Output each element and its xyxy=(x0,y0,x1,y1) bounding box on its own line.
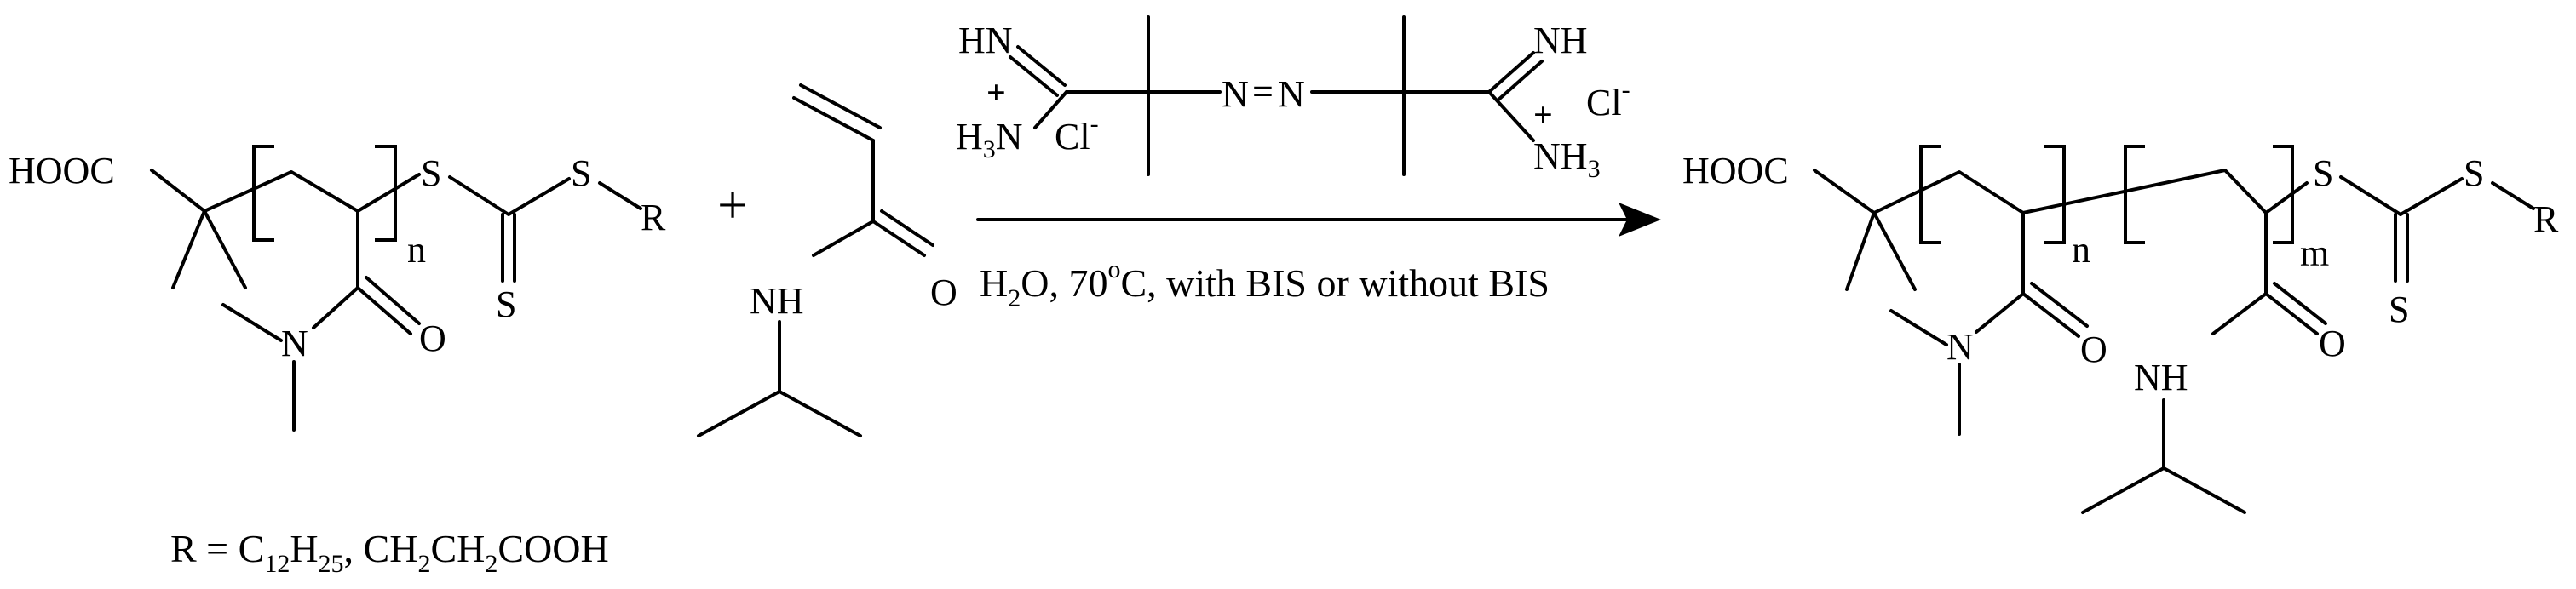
carbonyl-bond xyxy=(871,209,934,257)
nitrogen: N xyxy=(1946,326,1974,368)
h3n-left: H3N xyxy=(956,116,1023,163)
bond xyxy=(598,181,642,210)
nh-right: NH xyxy=(1533,20,1588,61)
azo-double: = xyxy=(1252,71,1274,112)
nh-label: NH xyxy=(750,280,804,322)
oxygen-2: O xyxy=(2319,323,2346,364)
nh-label: NH xyxy=(2134,357,2188,398)
sulfur-3: S xyxy=(496,283,516,325)
nitrogen: N xyxy=(281,323,308,364)
sulfur-2: S xyxy=(571,152,591,194)
block-copolymer-product: HOOC n m S S R S O N O NH xyxy=(1682,145,2559,514)
azo-n2: N xyxy=(1278,73,1305,115)
reaction-conditions: H2O, 70oC, with BIS or without BIS xyxy=(980,255,1550,312)
oxygen: O xyxy=(930,272,957,313)
r-group: R xyxy=(2533,198,2559,240)
carbonyl-bond xyxy=(2021,282,2089,338)
bond xyxy=(1872,211,1917,291)
bond xyxy=(812,220,875,257)
right-bracket xyxy=(375,145,397,242)
azo-n1: N xyxy=(1222,73,1249,115)
vinyl-double-bond xyxy=(792,83,882,142)
sulfur-1: S xyxy=(2313,152,2333,194)
reaction-arrow xyxy=(976,203,1661,237)
r-group: R xyxy=(641,197,666,238)
bond xyxy=(221,303,283,342)
oxygen-1: O xyxy=(2080,329,2107,370)
hooc-label: HOOC xyxy=(1682,150,1789,192)
bond xyxy=(150,169,206,289)
arrow-head xyxy=(1619,203,1661,237)
bond xyxy=(1889,309,1948,346)
bond xyxy=(2264,181,2309,214)
bond xyxy=(1033,90,1068,129)
r-definition: R = C12H25, CH2CH2COOH xyxy=(170,527,609,578)
bond xyxy=(2491,181,2535,210)
left-bracket xyxy=(252,145,274,242)
left-bracket-m xyxy=(2124,145,2145,244)
bond xyxy=(203,209,247,289)
bond xyxy=(1813,169,1876,291)
plus-sign: + xyxy=(717,174,748,235)
chloride-left: Cl- xyxy=(1055,110,1099,157)
carbonyl-bond xyxy=(2264,282,2327,335)
bond xyxy=(356,173,421,213)
repeat-m: m xyxy=(2300,232,2329,274)
bond xyxy=(2339,175,2464,216)
imine-double-bond xyxy=(1009,45,1067,97)
isopropyl-bonds xyxy=(697,390,862,437)
bond xyxy=(1975,292,2025,334)
hn-left: HN xyxy=(958,20,1013,61)
repeat-n: n xyxy=(407,229,426,271)
sulfur-3: S xyxy=(2389,289,2409,330)
bond xyxy=(448,175,571,216)
bond xyxy=(203,170,359,213)
nh3-right: NH3 xyxy=(1533,135,1601,183)
carbonyl-bond xyxy=(356,276,421,335)
hooc-label: HOOC xyxy=(9,150,115,192)
imine-double-bond xyxy=(1487,51,1544,102)
bond xyxy=(312,286,359,329)
right-bracket-n xyxy=(2044,145,2066,244)
plus-charge-right: + xyxy=(1533,95,1553,134)
sulfur-2: S xyxy=(2464,152,2484,194)
thiocarbonyl-bond xyxy=(501,213,516,283)
initiator-va044: HN H3N + Cl- N = N NH Cl- + NH3 xyxy=(956,15,1630,183)
bond xyxy=(1872,170,2025,214)
plus-charge-left: + xyxy=(986,73,1006,112)
isopropyl-bonds xyxy=(2081,466,2246,514)
sulfur-1: S xyxy=(421,152,441,194)
raft-macro-cta: HOOC n S S R S O N xyxy=(9,145,666,432)
oxygen: O xyxy=(419,317,446,359)
left-bracket-n xyxy=(1919,145,1941,244)
repeat-n: n xyxy=(2072,229,2090,271)
chloride-right: Cl- xyxy=(1586,76,1630,123)
nipam-monomer: O NH xyxy=(697,83,957,437)
thiocarbonyl-bond xyxy=(2394,213,2409,283)
bond xyxy=(2211,292,2268,335)
bond xyxy=(1487,90,1535,142)
bond xyxy=(2021,169,2268,214)
